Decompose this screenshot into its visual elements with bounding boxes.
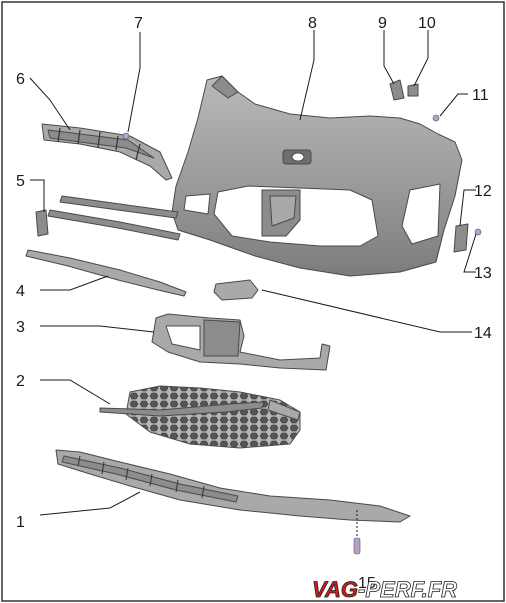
callout-3: 3 [16,319,25,336]
clip-11 [432,114,440,122]
callout-11: 11 [472,87,489,104]
grille-bracket [151,313,331,371]
callout-6: 6 [16,71,25,88]
callout-10: 10 [418,15,436,32]
callout-2: 2 [16,373,25,390]
watermark-prefix: VAG [312,577,358,602]
callout-8: 8 [308,15,317,32]
honeycomb-grille [99,385,301,449]
bumper-cover [47,75,463,277]
blanking-cap [213,279,259,301]
upper-grille-trim [41,123,173,181]
watermark-suffix: -PERF.FR [358,577,457,602]
callout-15: 15 [358,575,376,592]
callout-9: 9 [378,15,387,32]
leader-lines [29,30,477,516]
callout-13: 13 [474,265,492,282]
spoiler-lip [55,449,411,523]
callout-12: 12 [474,183,492,200]
bracket-10 [407,83,419,97]
callout-14: 14 [474,325,492,342]
small-bracket [35,209,49,237]
svg-text:VAG-PERF.FR: VAG-PERF.FR [312,577,457,602]
bracket-9 [389,79,405,101]
clip-7 [122,132,130,140]
watermark-logo: VAG-PERF.FR [312,577,458,603]
clip-13 [474,228,482,236]
callout-7: 7 [134,15,143,32]
callout-1: 1 [16,514,25,531]
callout-5: 5 [16,173,25,190]
bracket-12 [453,223,469,253]
lower-trim-strip [25,249,187,297]
screw-15 [353,537,361,555]
callout-4: 4 [16,283,25,300]
